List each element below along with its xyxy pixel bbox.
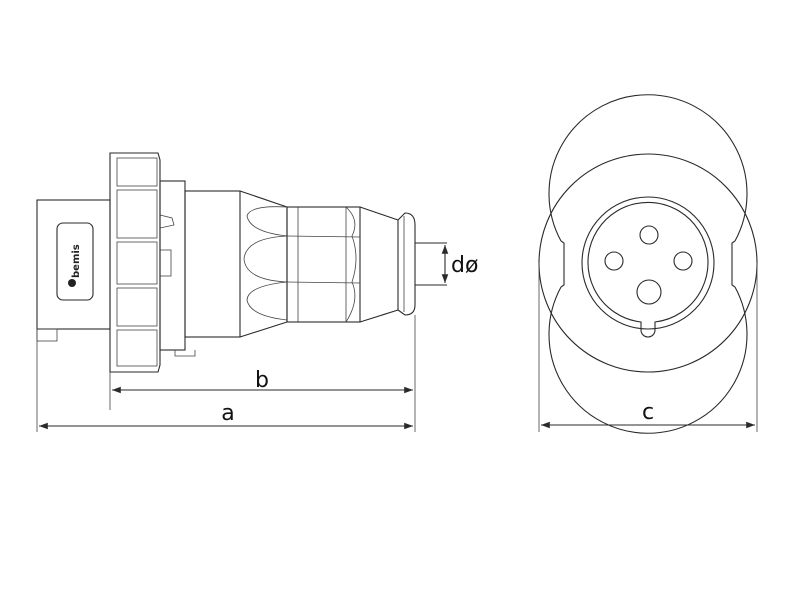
rear-tab [36, 328, 58, 342]
side-view: bemis [36, 152, 447, 373]
label-b: b [255, 368, 269, 393]
side-notch-right [731, 240, 736, 288]
outer-rim [538, 153, 758, 373]
brand-logo: bemis [68, 244, 82, 287]
latch [159, 214, 175, 229]
inner-rim-top [548, 94, 748, 242]
socket-ring [581, 196, 715, 330]
side-tab [159, 249, 172, 277]
logo-plate [56, 222, 94, 301]
collar [159, 180, 186, 351]
front-view [538, 94, 758, 434]
cable-gland [397, 212, 416, 316]
grip-lobes [243, 206, 288, 321]
dimensions-side: b a dø [36, 245, 478, 432]
socket-face-key [587, 201, 709, 338]
taper-rear [359, 206, 399, 323]
label-c: c [642, 400, 654, 425]
dimensions-front: c [538, 263, 758, 432]
collar-foot [174, 350, 196, 357]
svg-text:bemis: bemis [71, 244, 82, 278]
side-notch-left [560, 240, 565, 288]
pin-earth [636, 279, 662, 305]
pin-top [639, 225, 659, 245]
inner-rim-bottom [548, 286, 748, 434]
label-d: dø [451, 253, 478, 278]
ribbed-sleeve [286, 206, 361, 323]
pin-right [673, 251, 693, 271]
body [184, 190, 241, 338]
flange-ribs [116, 157, 158, 367]
sleeve-ribs [286, 206, 361, 323]
pin-left [604, 251, 624, 271]
label-a: a [221, 401, 234, 426]
